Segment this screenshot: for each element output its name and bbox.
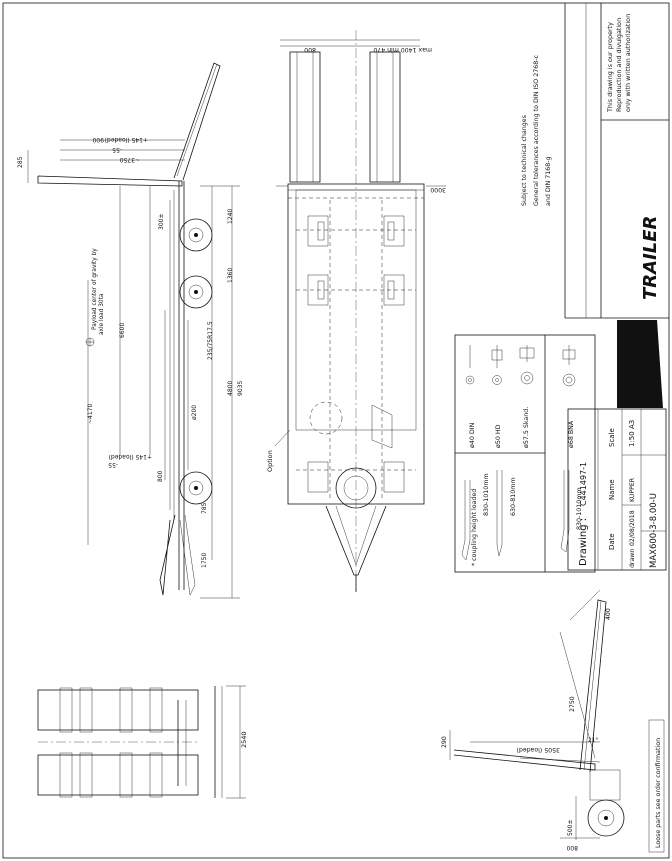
coupling-height-3: 830-1010mm bbox=[576, 487, 583, 530]
tolerance-line-2: and DIN 7168-g bbox=[545, 156, 552, 206]
dim-3505-loaded: 3505 (loaded) bbox=[517, 746, 561, 753]
dim-800-plan: 800 bbox=[304, 46, 316, 53]
dim-300: 300± bbox=[158, 214, 165, 230]
name-label: Name bbox=[608, 479, 616, 500]
logo-trailer-text: TRAILER bbox=[640, 216, 661, 300]
logo-max-text: MAX bbox=[630, 328, 665, 406]
tyre-size: 235/75R17.5 bbox=[207, 321, 214, 360]
eye-50-label: ø50 HD bbox=[495, 424, 502, 448]
subject-text: Subject to technical changes bbox=[521, 115, 528, 206]
side-view bbox=[27, 62, 240, 599]
tolerance-note: Subject to technical changes General tol… bbox=[521, 54, 552, 206]
drawn-name: KUPPER bbox=[629, 477, 636, 502]
cog-note-line-2: axle load 30ta bbox=[99, 293, 105, 335]
loose-parts-box bbox=[648, 719, 665, 853]
dim-400: 400 bbox=[605, 608, 612, 620]
model-number: MAX600-3-8.00-U bbox=[649, 493, 659, 568]
dim-3750: ~3750 bbox=[120, 156, 140, 163]
drawn-date: 02/08/2018 bbox=[629, 510, 636, 546]
property-line-3: only with written authorization bbox=[624, 14, 632, 112]
plan-view bbox=[274, 30, 446, 592]
coupling-table bbox=[454, 334, 596, 573]
drawn-label: drawn bbox=[629, 549, 636, 568]
dim-3000: 3000 bbox=[430, 186, 446, 193]
coupling-title: * coupling height loaded bbox=[471, 489, 478, 566]
dim-285: 285 bbox=[17, 156, 24, 168]
dim-800-ramp: 800 bbox=[566, 844, 578, 851]
tolerance-line-1: General tolerances according to DIN ISO … bbox=[533, 54, 540, 206]
dim-9035: 9035 bbox=[237, 381, 244, 396]
property-line-1: This drawing is our property bbox=[606, 22, 614, 113]
rear-view bbox=[37, 685, 246, 799]
scale-label: Scale bbox=[608, 428, 616, 447]
scale-value: 1:50 A3 bbox=[628, 420, 636, 447]
dim-1360: 1360 bbox=[227, 268, 234, 283]
coupling-height-1: 830-1010mm bbox=[483, 473, 490, 516]
dim-145-loaded-front: +145 (loaded) bbox=[105, 136, 148, 143]
dim-2540: 2540 bbox=[240, 731, 248, 748]
max-trailer-logo: MAX TRAILER bbox=[617, 216, 665, 408]
dim-1400-470: max 1400 min 470 bbox=[373, 46, 432, 53]
property-line-2: Reproduction and divulgation bbox=[615, 18, 623, 112]
dim-2750: 2750 bbox=[569, 696, 576, 712]
coupling-height-2: 630-810mm bbox=[510, 477, 517, 516]
eye-57-label: ø57.5 Skand. bbox=[523, 407, 530, 448]
drawing-label: Drawing : bbox=[578, 518, 589, 566]
eye-40-label: ø40 DIN bbox=[469, 422, 476, 448]
date-label: Date bbox=[608, 533, 616, 550]
drawing-number: C441497-1 bbox=[579, 462, 588, 506]
dim-500: 500± bbox=[567, 820, 574, 836]
angle-21: 21° bbox=[588, 738, 598, 744]
dim-55-rear: -55 bbox=[108, 461, 118, 468]
eye-68-label: ø68 BNA bbox=[568, 420, 575, 448]
dim-800-side: 800 bbox=[157, 470, 164, 482]
dim-200: ø200 bbox=[191, 405, 198, 420]
dim-1750: 1750 bbox=[201, 553, 208, 568]
ramp-detail bbox=[449, 589, 625, 840]
right-frame bbox=[564, 3, 669, 319]
cog-note-line-1: Payload center of gravity by bbox=[92, 248, 98, 330]
dim-55-front: -55 bbox=[112, 146, 122, 153]
side-dimensions: 285 900 +145 (loaded) -55 ~3750 300± 124… bbox=[17, 136, 244, 568]
dim-145-loaded-rear: +145 (loaded) bbox=[109, 453, 152, 460]
property-note: This drawing is our property Reproductio… bbox=[606, 14, 632, 113]
dim-290: 290 bbox=[441, 736, 448, 748]
option-label: Option bbox=[266, 450, 274, 472]
dim-785: 785 bbox=[201, 502, 208, 514]
dim-900: 900 bbox=[92, 136, 104, 143]
dim-4800: 4800 bbox=[227, 381, 234, 396]
dim-6600: 6600 bbox=[119, 323, 126, 338]
dim-4170: ~4170 bbox=[87, 404, 94, 424]
title-block bbox=[567, 408, 667, 571]
dim-1240: 1240 bbox=[227, 209, 234, 224]
loose-parts-note: Loose parts see order confirmation bbox=[655, 738, 662, 848]
